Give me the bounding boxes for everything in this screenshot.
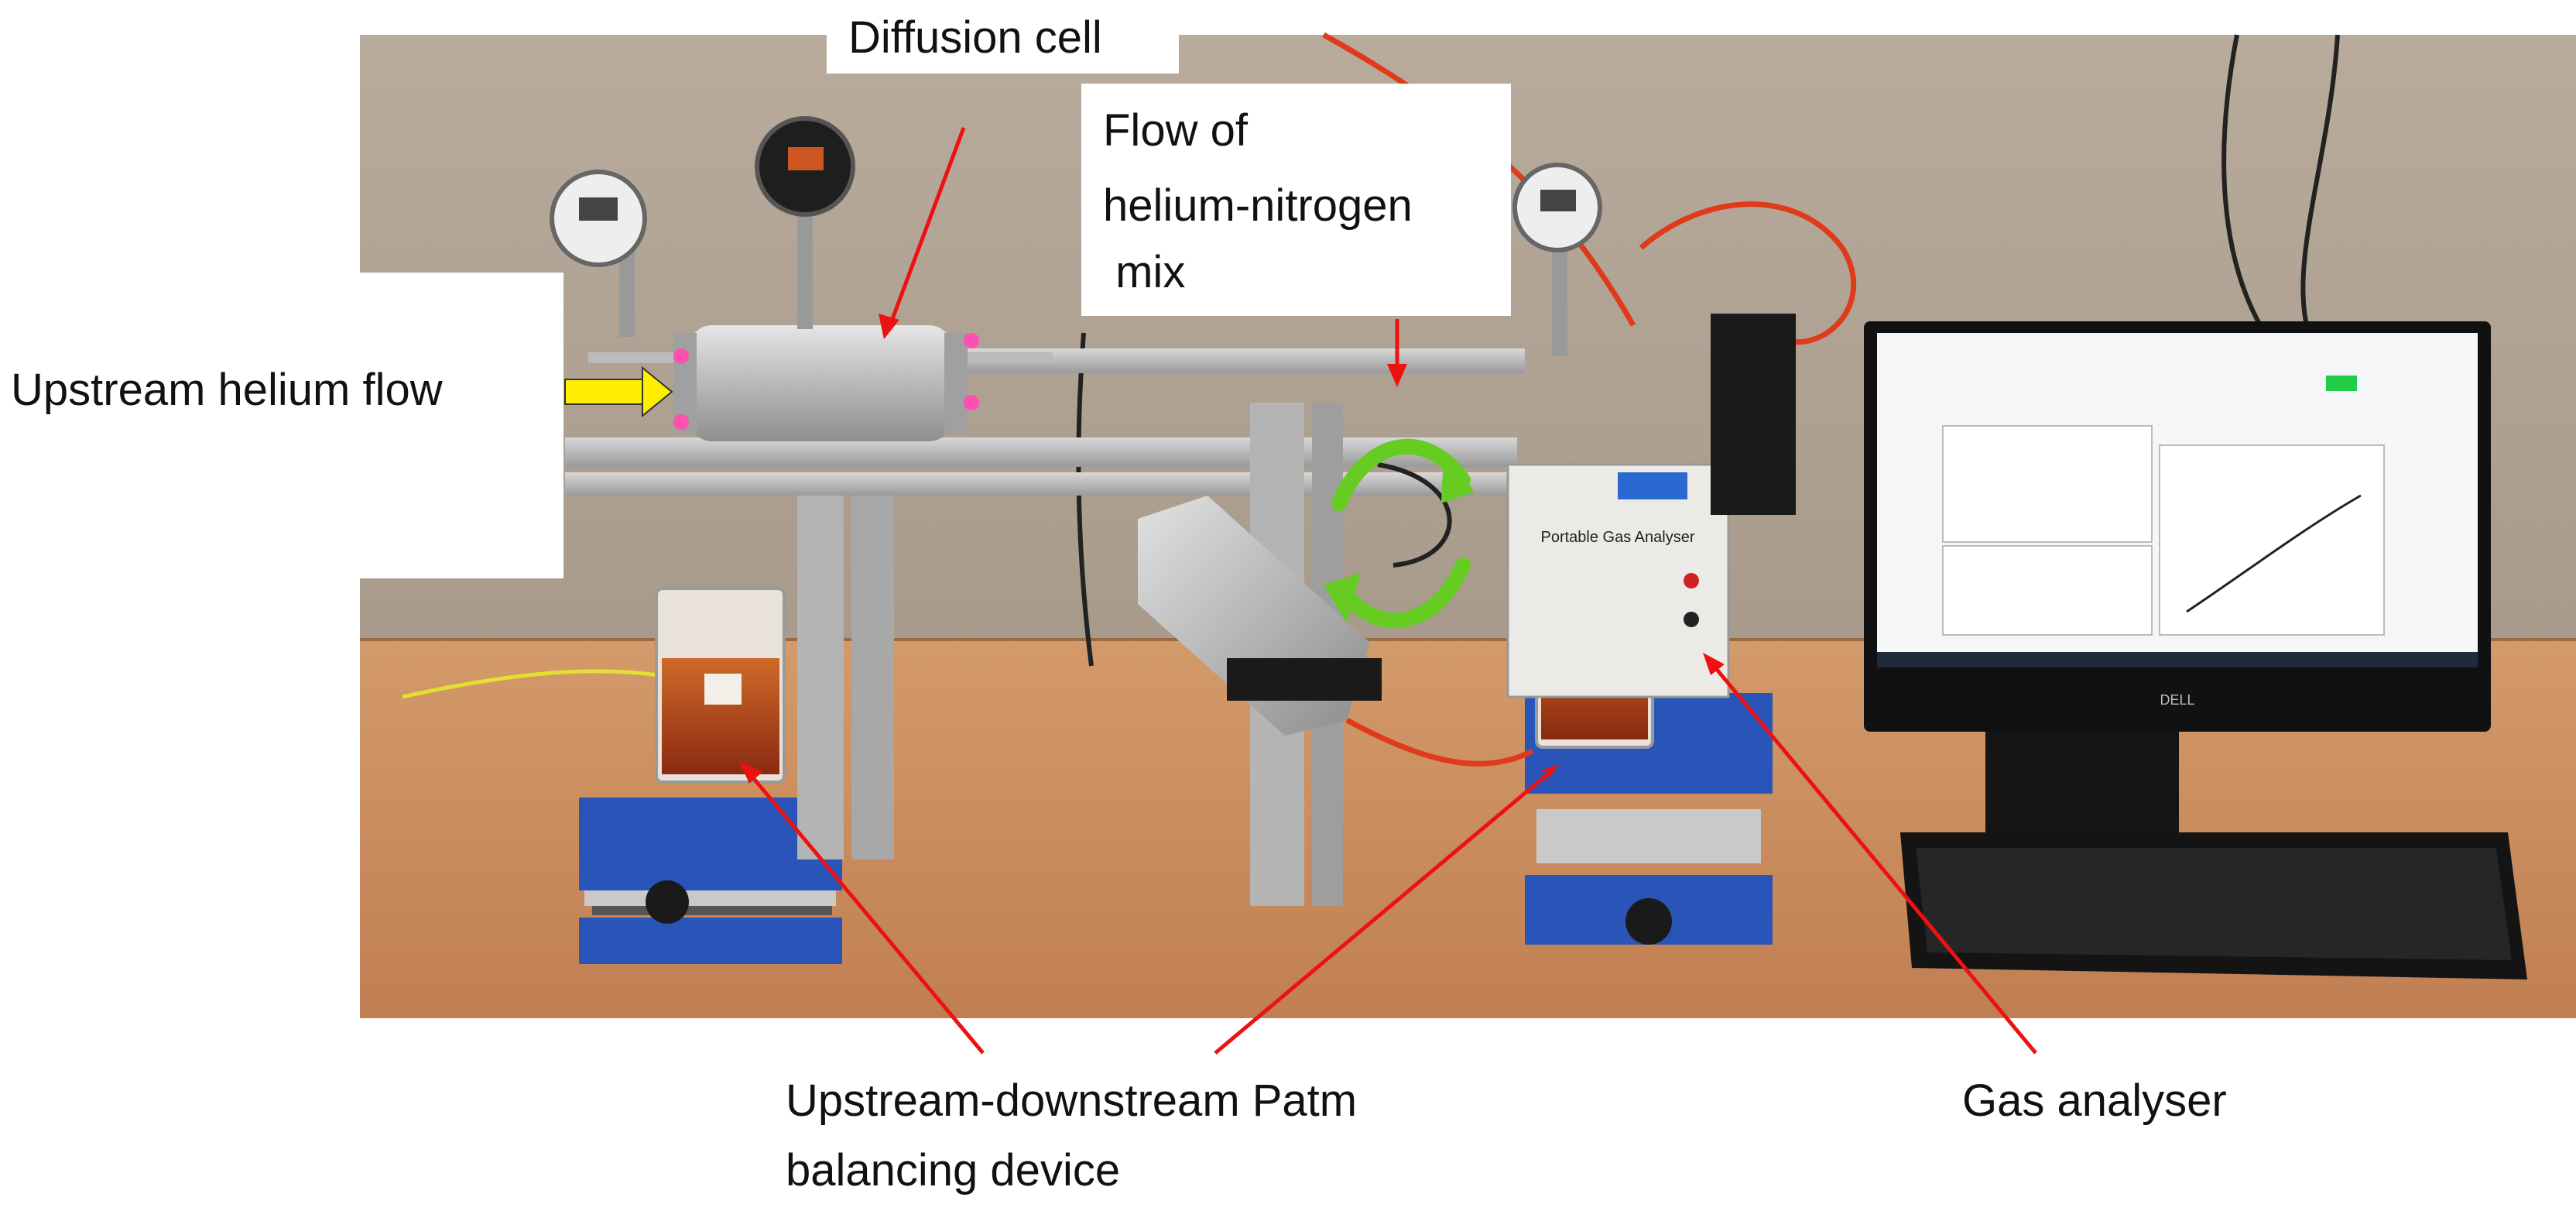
label-balancing-line-1: Upstream-downstream Patm [786,1075,1358,1126]
analyser-panel-text: Portable Gas Analyser [1541,529,1695,546]
cycle-arrowhead-lower [1324,573,1361,623]
pressure-gauge-3 [1512,163,1602,356]
upstream-arrow [564,365,673,418]
pressure-gauge-2 [755,116,855,329]
pointer-arrows [739,127,2037,1055]
label-upstream-helium-flow: Upstream helium flow [11,365,443,415]
left-lab-jack [579,798,842,964]
aluminium-frame [565,348,1525,906]
arrow-gas-analyser [1709,660,2037,1055]
label-gas-analyser: Gas analyser [1962,1075,2227,1126]
label-flow-line-3: mix [1103,247,1186,297]
arrow-diffusion-cell [888,127,966,326]
arrow-balancing-right [1214,769,1553,1055]
gas-bottle [1138,496,1382,736]
pressure-gauge-1 [550,170,647,337]
upstream-label-box [0,273,564,578]
monitor-brand-text: DELL [2160,692,2194,708]
diffusion-label-box [827,0,1179,74]
flow-label-box [1081,84,1511,316]
keyboard [1900,832,2527,979]
left-beaker [655,587,786,784]
label-flow-line-1: Flow of [1103,105,1248,156]
diffusion-cell [588,325,1053,441]
gas-analyser: Portable Gas Analyser [1506,314,1796,698]
label-balancing-line-2: balancing device [786,1145,1121,1196]
tubing [1345,462,1534,767]
cycle-arrow-lower [1343,557,1471,629]
arrow-balancing-left [745,769,985,1055]
computer-monitor: DELL [1864,321,2491,848]
label-flow-line-2: helium-nitrogen [1103,180,1413,231]
cycle-arrowhead-upper [1441,453,1475,503]
label-diffusion-cell: Diffusion cell [848,12,1102,63]
